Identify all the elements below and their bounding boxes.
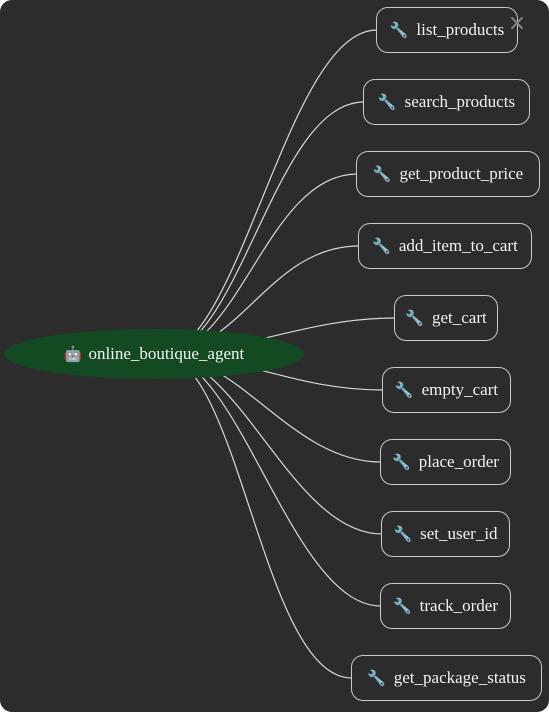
edge-get-package-status	[159, 353, 353, 679]
robot-icon: 🤖	[63, 346, 83, 363]
edge-get-product-price	[159, 173, 358, 355]
tool-node-get-product-price[interactable]: 🔧 get_product_price	[356, 151, 540, 197]
tool-label: get_product_price	[399, 164, 524, 183]
tool-node-get-package-status[interactable]: 🔧 get_package_status	[351, 655, 542, 701]
edge-set-user-id	[159, 353, 383, 535]
wrench-icon: 🔧	[405, 310, 424, 327]
wrench-icon: 🔧	[372, 238, 391, 255]
wrench-icon: 🔧	[394, 382, 414, 399]
wrench-icon: 🔧	[389, 22, 409, 39]
root-agent-node[interactable]: 🤖 online_boutique_agent	[4, 329, 304, 379]
wrench-icon: 🔧	[392, 454, 411, 471]
tool-label: search_products	[404, 92, 516, 111]
tool-node-get-cart[interactable]: 🔧 get_cart	[394, 295, 498, 341]
wrench-icon: 🔧	[393, 526, 413, 543]
close-icon[interactable]: ×	[507, 11, 527, 36]
wrench-icon: 🔧	[377, 94, 397, 111]
tool-label: get_package_status	[393, 668, 526, 687]
tool-label: list_products	[416, 20, 505, 39]
wrench-icon: 🔧	[367, 670, 386, 687]
tool-node-list-products[interactable]: 🔧 list_products	[376, 7, 518, 53]
tool-label: track_order	[419, 596, 499, 615]
tool-label: place_order	[418, 452, 499, 471]
wrench-icon: 🔧	[392, 598, 412, 615]
tool-node-empty-cart[interactable]: 🔧 empty_cart	[382, 367, 511, 413]
edge-list-products	[159, 29, 378, 355]
wrench-icon: 🔧	[372, 166, 392, 183]
tool-node-place-order[interactable]: 🔧 place_order	[380, 439, 511, 485]
tool-label: add_item_to_cart	[398, 236, 518, 255]
tool-node-search-products[interactable]: 🔧 search_products	[363, 79, 530, 125]
root-agent-label: online_boutique_agent	[88, 344, 245, 363]
edge-search-products	[159, 101, 365, 355]
tool-label: empty_cart	[421, 380, 499, 399]
tool-label: get_cart	[431, 308, 487, 327]
tool-node-add-item-to-cart[interactable]: 🔧 add_item_to_cart	[358, 223, 532, 269]
tool-node-track-order[interactable]: 🔧 track_order	[380, 583, 511, 629]
tool-node-set-user-id[interactable]: 🔧 set_user_id	[381, 511, 510, 557]
tool-label: set_user_id	[420, 524, 498, 543]
